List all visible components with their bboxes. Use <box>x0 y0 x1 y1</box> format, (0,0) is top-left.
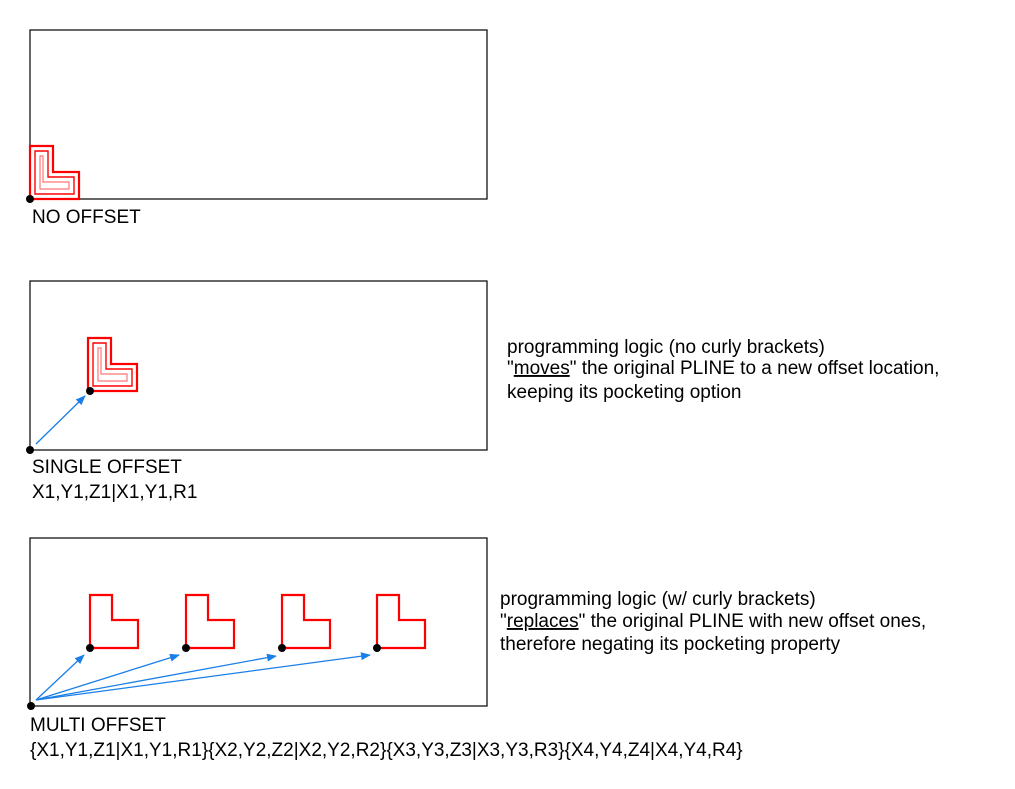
pline-pocket-shape <box>28 144 81 201</box>
offset-point-1 <box>86 644 94 652</box>
part-boundary <box>29 537 488 707</box>
logic-line-3: keeping its pocketing option <box>507 382 742 403</box>
pline-shape-4 <box>375 593 427 650</box>
part-boundary <box>29 280 488 451</box>
single-offset-syntax: X1,Y1,Z1|X1,Y1,R1 <box>32 482 197 503</box>
offset-arrow-4 <box>35 652 371 701</box>
pline-shape-1 <box>88 593 140 650</box>
part-boundary <box>29 29 488 200</box>
single-offset-label: SINGLE OFFSET <box>32 457 182 478</box>
origin-point <box>26 446 34 454</box>
pline-pocket-shape <box>86 336 139 393</box>
offset-point-4 <box>373 644 381 652</box>
offset-arrow-2 <box>35 653 180 701</box>
logic-line-2: "replaces" the original PLINE with new o… <box>500 611 926 632</box>
multi-offset-panel: MULTI OFFSET {X1,Y1,Z1|X1,Y1,R1}{X2,Y2,Z… <box>27 537 926 761</box>
no-offset-label: NO OFFSET <box>32 207 141 228</box>
logic-line-1: programming logic (no curly brackets) <box>507 337 825 358</box>
offset-arrow-3 <box>35 653 277 701</box>
pline-shape-3 <box>280 593 332 650</box>
offset-point-2 <box>182 644 190 652</box>
pline-shape-2 <box>184 593 236 650</box>
offset-arrow-1 <box>35 654 85 701</box>
offset-point-3 <box>278 644 286 652</box>
logic-line-2: "moves" the original PLINE to a new offs… <box>507 358 939 379</box>
logic-line-1: programming logic (w/ curly brackets) <box>500 589 816 610</box>
origin-point <box>27 702 35 710</box>
offset-point <box>86 387 94 395</box>
multi-offset-syntax: {X1,Y1,Z1|X1,Y1,R1}{X2,Y2,Z2|X2,Y2,R2}{X… <box>30 740 743 761</box>
logic-line-3: therefore negating its pocketing propert… <box>500 634 841 655</box>
origin-point <box>26 195 34 203</box>
no-offset-panel: NO OFFSET <box>26 29 488 228</box>
offset-arrow <box>35 395 86 445</box>
single-offset-panel: SINGLE OFFSET X1,Y1,Z1|X1,Y1,R1 programm… <box>26 280 939 503</box>
multi-offset-label: MULTI OFFSET <box>30 715 166 736</box>
